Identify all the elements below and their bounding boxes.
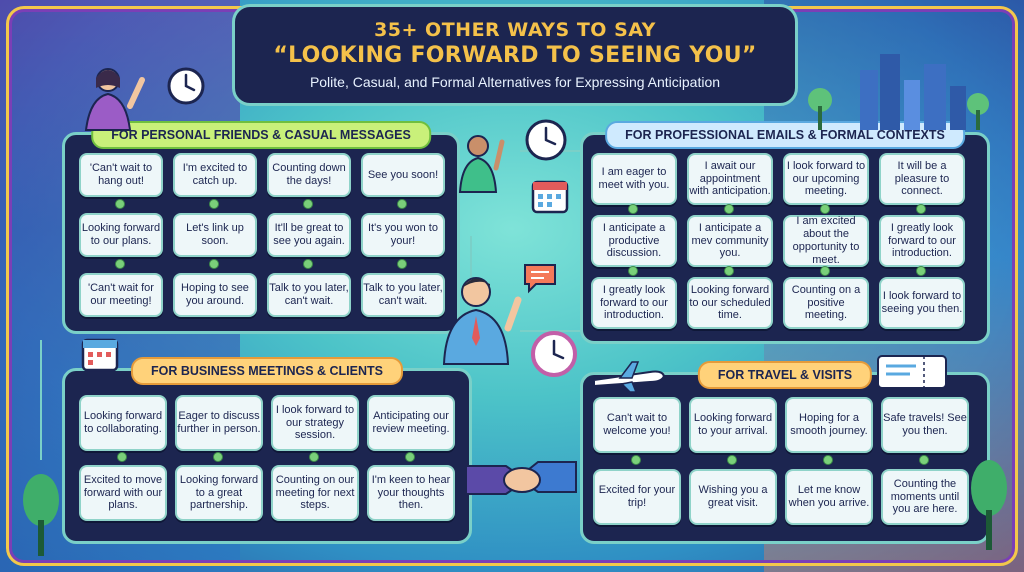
tree-icon — [971, 460, 1007, 550]
title-line-2: “LOOKING FORWARD TO SEEING YOU” — [273, 43, 757, 68]
connector-dot — [631, 455, 641, 465]
business-phrase-card: Eager to discuss further in person. — [175, 395, 263, 451]
handshake-icon — [465, 461, 577, 495]
personal-phrase-card: See you soon! — [361, 153, 445, 197]
calendar-icon — [81, 338, 119, 372]
connector-dot — [823, 455, 833, 465]
travel-phrase-card: Wishing you a great visit. — [689, 469, 777, 525]
connector-dot — [303, 199, 313, 209]
connector-dot — [303, 259, 313, 269]
connector-line — [520, 330, 580, 332]
tree-icon — [23, 474, 59, 556]
connector-dot — [916, 204, 926, 214]
personal-phrase-card: Counting down the days! — [267, 153, 351, 197]
personal-phrase-card: 'Can't wait to hang out! — [79, 153, 163, 197]
connector-dot — [820, 204, 830, 214]
connector-dot — [727, 455, 737, 465]
connector-dot — [397, 259, 407, 269]
professional-phrase-card: I greatly look forward to our introducti… — [591, 277, 677, 329]
personal-phrase-card: It'll be great to see you again. — [267, 213, 351, 257]
professional-phrase-card: I anticipate a productive discussion. — [591, 215, 677, 267]
travel-phrase-card: Excited for your trip! — [593, 469, 681, 525]
business-phrase-card: Anticipating our review meeting. — [367, 395, 455, 451]
connector-dot — [916, 266, 926, 276]
connector-dot — [309, 452, 319, 462]
connector-dot — [213, 452, 223, 462]
connector-dot — [115, 259, 125, 269]
professional-phrase-card: Counting on a positive meeting. — [783, 277, 869, 329]
city-skyline-icon — [808, 54, 989, 130]
business-phrase-card: Excited to move forward with our plans. — [79, 465, 167, 521]
section-personal: FOR PERSONAL FRIENDS & CASUAL MESSAGES '… — [62, 121, 460, 334]
connector-dot — [209, 259, 219, 269]
connector-dot — [397, 199, 407, 209]
personal-phrase-card: Hoping to see you around. — [173, 273, 257, 317]
subtitle: Polite, Casual, and Formal Alternatives … — [309, 74, 721, 90]
section-title-business: FOR BUSINESS MEETINGS & CLIENTS — [131, 357, 403, 385]
clock-icon — [525, 119, 567, 161]
section-travel: FOR TRAVEL & VISITS Can't wait to welcom… — [580, 361, 990, 544]
man-waving-icon — [442, 277, 522, 365]
clock-icon — [167, 67, 205, 105]
professional-phrase-card: It will be a pleasure to connect. — [879, 153, 965, 205]
section-title-travel: FOR TRAVEL & VISITS — [697, 361, 873, 389]
ticket-icon — [877, 355, 947, 389]
section-business: FOR BUSINESS MEETINGS & CLIENTS Looking … — [62, 357, 472, 544]
connector-dot — [628, 204, 638, 214]
section-professional: FOR PROFESSIONAL EMAILS & FORMAL CONTEXT… — [580, 121, 990, 344]
connector-dot — [628, 266, 638, 276]
personal-phrase-card: Talk to you later, can't wait. — [361, 273, 445, 317]
business-phrase-card: I look forward to our strategy session. — [271, 395, 359, 451]
professional-phrase-card: I anticipate a mev community you. — [687, 215, 773, 267]
travel-phrase-card: Looking forward to your arrival. — [689, 397, 777, 453]
connector-dot — [820, 266, 830, 276]
connector-line — [40, 340, 42, 460]
calendar-icon — [531, 180, 569, 214]
personal-phrase-card: It's you won to your! — [361, 213, 445, 257]
personal-phrase-card: I'm excited to catch up. — [173, 153, 257, 197]
woman-waving-icon — [84, 68, 145, 131]
airplane-icon — [593, 361, 666, 393]
woman-waving-icon — [458, 135, 505, 193]
travel-phrase-card: Can't wait to welcome you! — [593, 397, 681, 453]
travel-phrase-card: Hoping for a smooth journey. — [785, 397, 873, 453]
professional-phrase-card: Looking forward to our scheduled time. — [687, 277, 773, 329]
chat-bubble-icon — [524, 264, 556, 294]
professional-phrase-card: I am eager to meet with you. — [591, 153, 677, 205]
connector-dot — [724, 204, 734, 214]
title-line-1: 35+ OTHER WAYS TO SAY — [374, 19, 656, 41]
title-box: 35+ OTHER WAYS TO SAY “LOOKING FORWARD T… — [232, 4, 798, 106]
business-phrase-card: Counting on our meeting for next steps. — [271, 465, 359, 521]
professional-phrase-card: I am excited about the opportunity to me… — [783, 215, 869, 267]
personal-phrase-card: Talk to you later, can't wait. — [267, 273, 351, 317]
clock-icon — [531, 331, 577, 377]
travel-phrase-card: Counting the moments until you are here. — [881, 469, 969, 525]
connector-dot — [405, 452, 415, 462]
section-title-personal: FOR PERSONAL FRIENDS & CASUAL MESSAGES — [91, 121, 431, 149]
connector-dot — [724, 266, 734, 276]
connector-dot — [117, 452, 127, 462]
professional-phrase-card: I look forward to our upcoming meeting. — [783, 153, 869, 205]
personal-phrase-card: Let's link up soon. — [173, 213, 257, 257]
travel-phrase-card: Let me know when you arrive. — [785, 469, 873, 525]
business-phrase-card: Looking forward to a great partnership. — [175, 465, 263, 521]
professional-phrase-card: I await our appointment with anticipatio… — [687, 153, 773, 205]
business-phrase-card: Looking forward to collaborating. — [79, 395, 167, 451]
personal-phrase-card: Looking forward to our plans. — [79, 213, 163, 257]
connector-dot — [115, 199, 125, 209]
connector-dot — [209, 199, 219, 209]
professional-phrase-card: I look forward to seeing you then. — [879, 277, 965, 329]
personal-phrase-card: 'Can't wait for our meeting! — [79, 273, 163, 317]
travel-phrase-card: Safe travels! See you then. — [881, 397, 969, 453]
connector-line — [470, 236, 472, 316]
professional-phrase-card: I greatly look forward to our introducti… — [879, 215, 965, 267]
connector-dot — [919, 455, 929, 465]
business-phrase-card: I'm keen to hear your thoughts then. — [367, 465, 455, 521]
